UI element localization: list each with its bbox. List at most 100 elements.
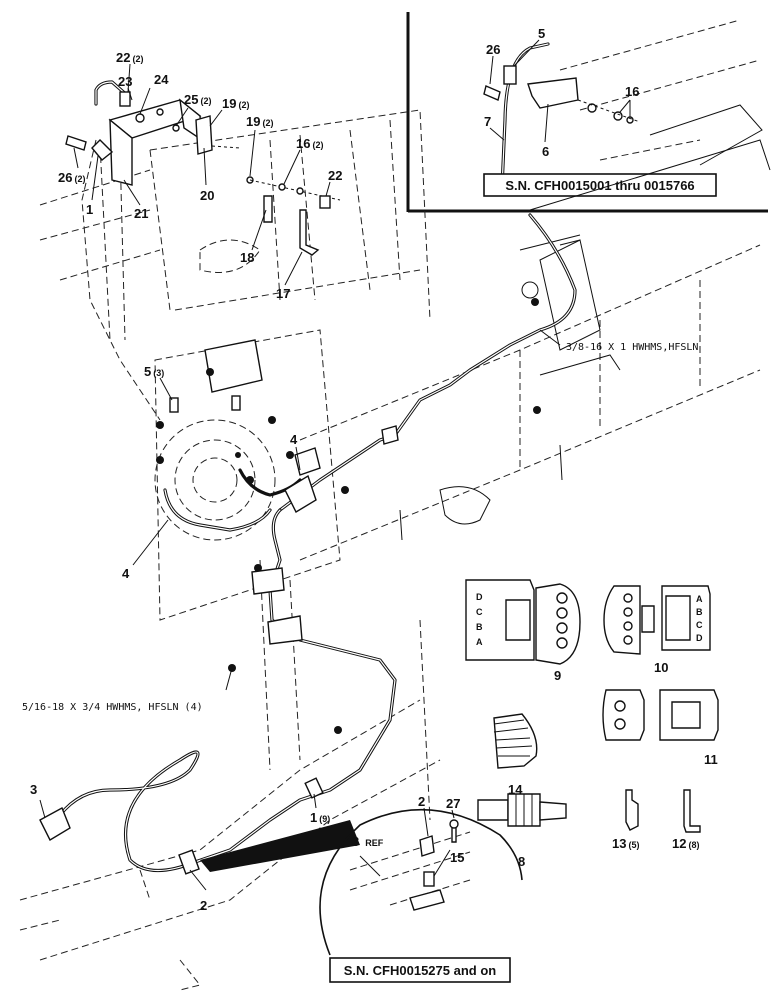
bracket-18: [263, 195, 273, 223]
harness-loop: [163, 488, 272, 532]
callout-5: 5(3): [144, 364, 164, 379]
seal-8: [477, 793, 567, 827]
spacer-15: [423, 871, 435, 887]
mount-plate: [154, 329, 341, 621]
callout-16b: 16: [625, 84, 639, 99]
top-serial-box: [483, 173, 717, 197]
clip-4: [284, 474, 317, 513]
conn9-letter-b: B: [476, 622, 483, 632]
bolt-note-lower: 5/16-18 X 3/4 HWHMS, HFSLN (4): [22, 702, 203, 713]
bottom-inset-circle: [319, 808, 523, 956]
callout-15: 15: [450, 850, 464, 865]
bracket-6: [527, 77, 579, 109]
clamp-1-lower: [304, 777, 324, 799]
connector-3-end: [39, 807, 71, 841]
conn10-letter-a: A: [696, 594, 703, 604]
clamp-1: [91, 139, 114, 161]
washer-16: [278, 183, 286, 191]
connector-parts: D C B A A B C D: [465, 579, 719, 833]
frame-structure: [19, 109, 771, 991]
clamp-5: [169, 397, 179, 413]
callout-13: 13(5): [612, 836, 639, 851]
conn9-letter-c: C: [476, 607, 483, 617]
callout-8: 8: [518, 854, 525, 869]
seal-14: [493, 713, 538, 769]
conn10-letter-c: C: [696, 620, 703, 630]
cable-3: [58, 750, 200, 873]
conn10-letter-b: B: [696, 607, 703, 617]
callout-14: 14: [508, 782, 523, 797]
nut-23: [156, 108, 164, 116]
screw-26-inset: [483, 85, 501, 101]
callout-4b: 4: [122, 566, 130, 581]
inset-frame-end: [649, 104, 763, 166]
wire-harness: [39, 80, 577, 875]
washer-16b: [613, 111, 623, 121]
strap-17: [299, 209, 320, 256]
callout-12: 12(8): [672, 836, 699, 851]
connector-9: D C B A: [465, 579, 581, 665]
callout-21: 21: [134, 206, 148, 221]
mid-mount-hardware: [39, 298, 561, 891]
callout-24: 24: [154, 72, 169, 87]
conn10-letter-d: D: [696, 633, 703, 643]
callout-1: 1: [86, 202, 93, 217]
inset-frame-outline: [559, 19, 761, 161]
mount-bracket-5: [204, 339, 263, 393]
callout-2a: 2: [200, 898, 207, 913]
bottom-serial-label: S.N. CFH0015275 and on: [344, 963, 496, 978]
shadow-fan: [200, 820, 360, 872]
callout-20: 20: [200, 188, 214, 203]
nut-25: [172, 124, 180, 132]
callout-11: 11: [704, 752, 718, 767]
callout-10: 10: [654, 660, 668, 675]
callout-4a: 4: [290, 432, 298, 447]
connector-10: A B C D: [603, 585, 711, 655]
callout-27: 27: [446, 796, 460, 811]
callout-19b: 19(2): [246, 114, 273, 129]
top-serial-label: S.N. CFH0015001 thru 0015766: [505, 178, 694, 193]
callout-23: 23: [118, 74, 132, 89]
washer-16a: [587, 103, 597, 113]
bolt-note-upper: 3/8-16 X 1 HWHMS,HFSLN: [566, 342, 698, 353]
clamp-22b: [319, 195, 331, 209]
callout-9: 9: [554, 668, 561, 683]
bottom-serial-box: [329, 957, 511, 983]
clamp-5-inset: [503, 65, 517, 85]
plate-20: [195, 115, 213, 155]
callout-6: 6: [542, 144, 549, 159]
callout-18: 18: [240, 250, 254, 265]
callout-1-9: 1(9): [310, 810, 330, 825]
clamp-22: [119, 91, 131, 107]
callout-22a: 22(2): [116, 50, 143, 65]
conn9-letter-a: A: [476, 637, 483, 647]
washer-24: [135, 113, 145, 123]
callout-3a: 3: [30, 782, 37, 797]
terminal-12: [683, 789, 701, 833]
bottom-inset: S.N. CFH0015275 and on: [319, 807, 523, 983]
callout-16a: 16(2): [296, 136, 323, 151]
callout-19a: 19(2): [222, 96, 249, 111]
plate-lower: [251, 567, 285, 595]
clamp-2: [178, 849, 200, 875]
callout-labels: 22(2) 23 24 25(2) 19(2) 19(2) 16(2) 22 2…: [22, 50, 718, 913]
screw-26: [65, 135, 87, 151]
callout-5-inset: 5: [538, 26, 545, 41]
callout-22b: 22: [328, 168, 342, 183]
upper-bracket-assembly: [65, 63, 341, 286]
clamp-2-detail: [419, 835, 435, 857]
callout-26: 26(2): [58, 170, 85, 185]
top-inset: 26 5 6 7 16 S.N. CFH0015001 thru 0015766: [406, 12, 768, 213]
callout-26-inset: 26: [486, 42, 500, 57]
conn9-letter-d: D: [476, 592, 483, 602]
callout-25: 25(2): [184, 92, 211, 107]
nut-16: [626, 116, 634, 124]
terminal-13: [625, 789, 639, 831]
harness-lower-run: [193, 508, 397, 864]
callout-17: 17: [276, 286, 290, 301]
connector-11: [602, 689, 719, 741]
callout-2b: 2: [418, 794, 425, 809]
callout-7: 7: [484, 114, 491, 129]
